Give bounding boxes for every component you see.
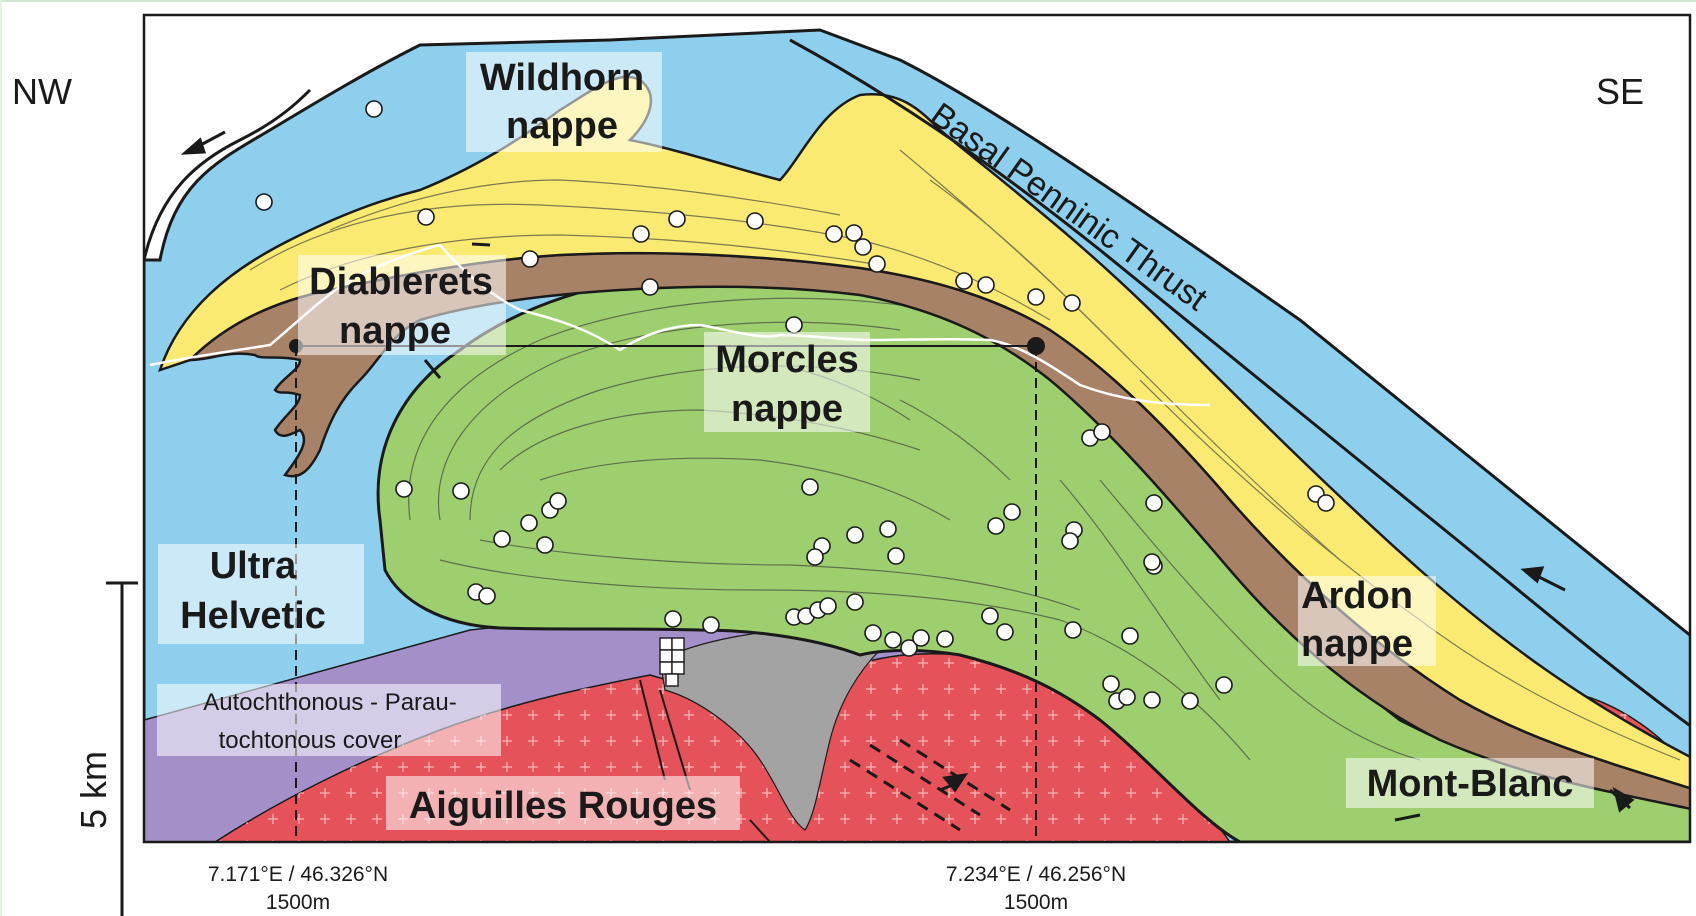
scale-bar: 5 km [73,583,138,916]
direction-se: SE [1596,71,1644,112]
label-aiguilles: Aiguilles Rouges [409,785,717,827]
label-autoch-2: tochtonous cover [219,727,402,754]
label-wildhorn-1: Wildhorn [480,57,644,99]
label-diablerets-1: Diablerets [309,261,493,303]
scale-label: 5 km [73,751,114,829]
coord-right-line2: 1500m [1004,891,1068,914]
coord-left-line2: 1500m [266,891,330,914]
label-morcles-1: Morcles [715,339,859,381]
label-montblanc: Mont-Blanc [1367,763,1574,805]
label-ardon-2: nappe [1301,623,1413,665]
label-ultra-2: Helvetic [180,595,326,637]
coord-right-line1: 7.234°E / 46.256°N [946,863,1126,886]
direction-nw: NW [12,71,72,112]
coord-left-line1: 7.171°E / 46.326°N [208,863,388,886]
label-wildhorn-2: nappe [506,105,618,147]
label-ultra-1: Ultra [210,545,297,587]
label-ardon-1: Ardon [1301,575,1413,617]
label-diablerets-2: nappe [339,310,451,352]
label-autoch-1: Autochthonous - Parau- [203,689,457,716]
label-morcles-2: nappe [731,388,843,430]
